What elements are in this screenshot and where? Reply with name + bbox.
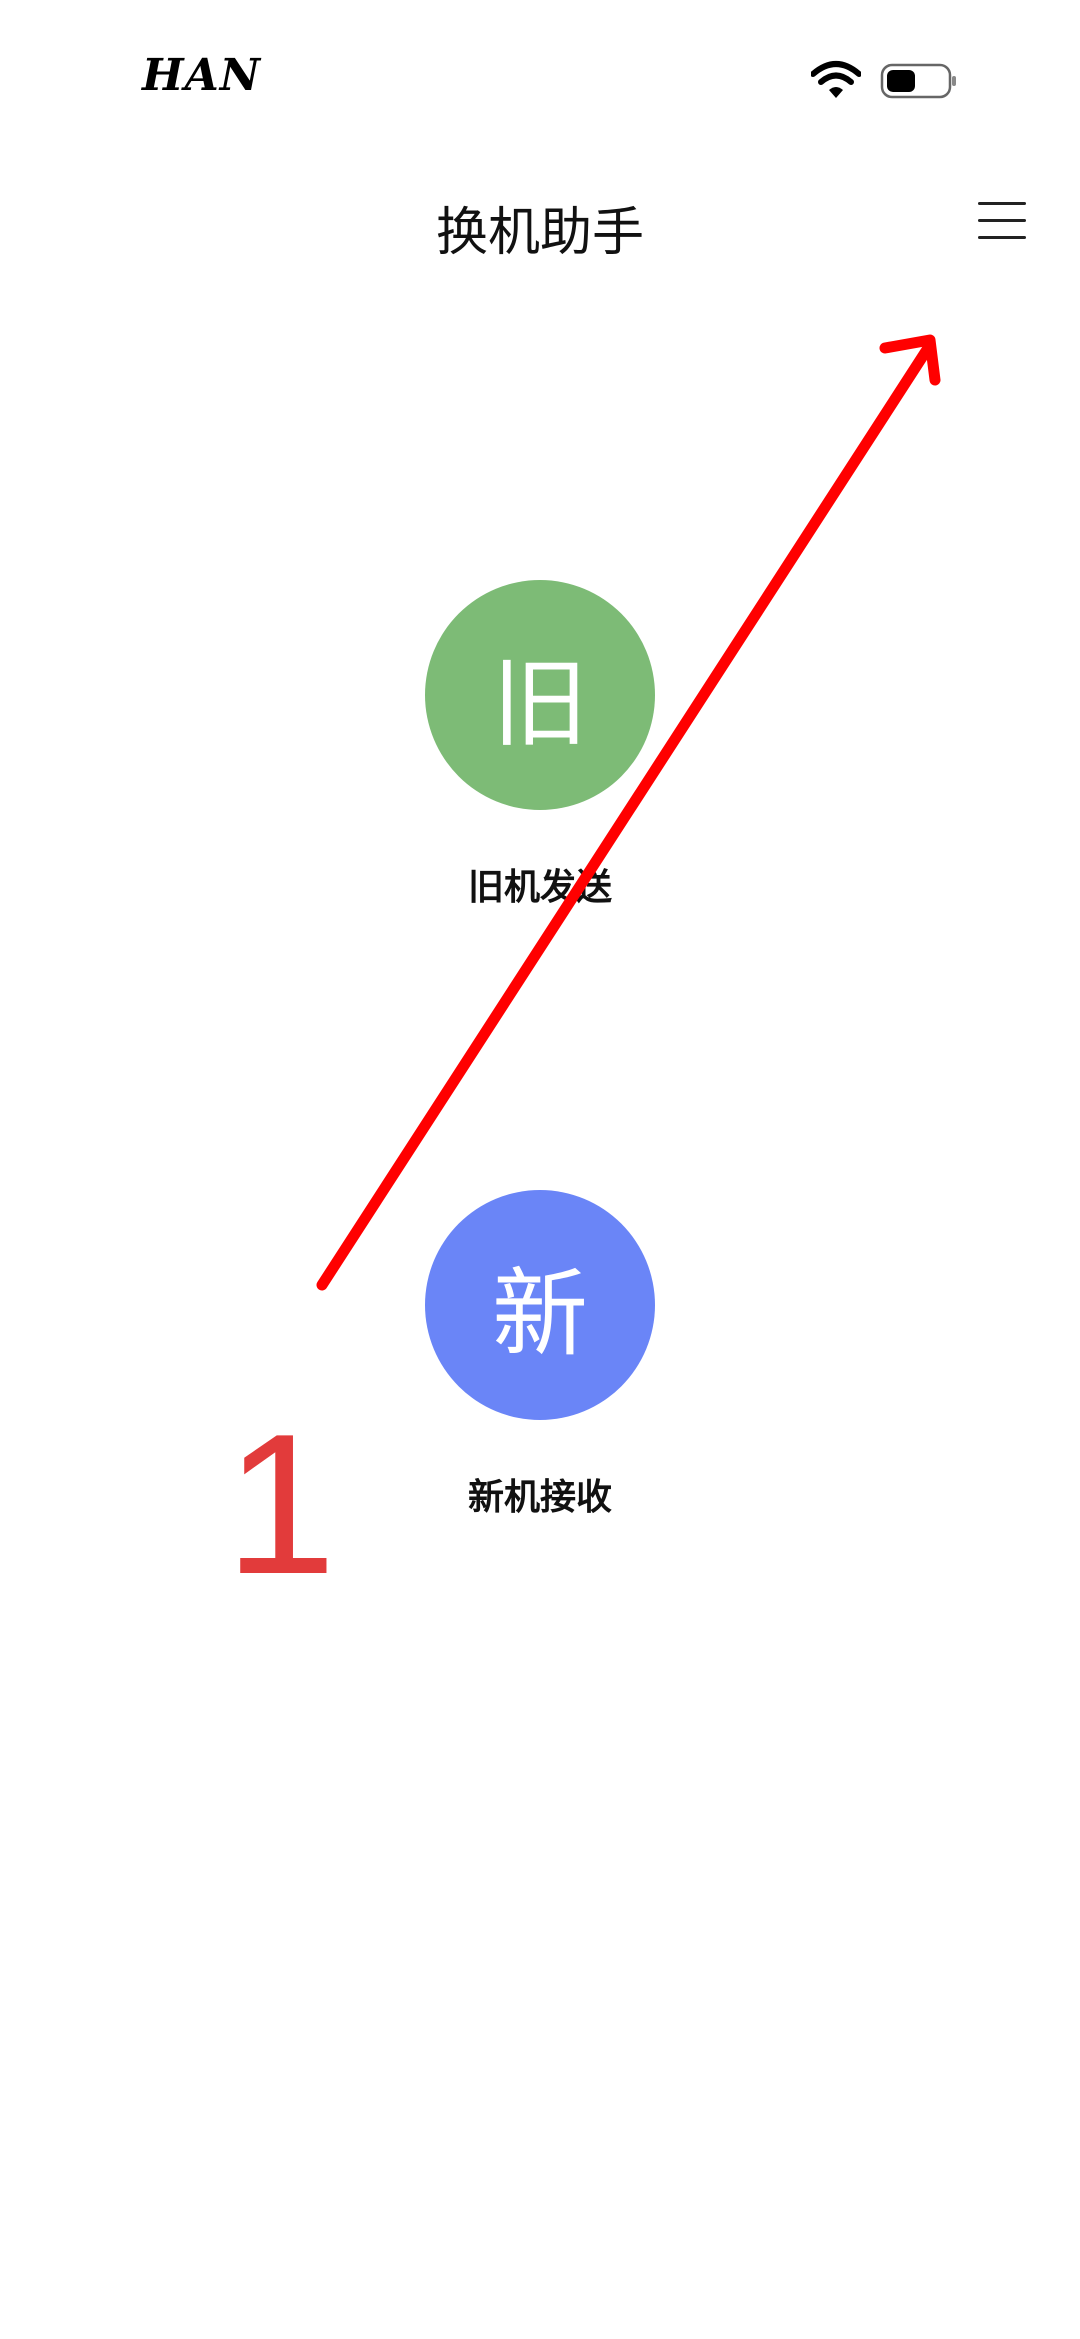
carrier-name: HAN bbox=[142, 50, 261, 101]
new-phone-icon-text: 新 bbox=[492, 1257, 588, 1370]
old-phone-send-label: 旧机发送 bbox=[467, 867, 612, 908]
app-header: 换机助手 bbox=[0, 170, 1080, 280]
new-phone-receive-option[interactable]: 新 新机接收 bbox=[0, 1190, 1080, 1530]
old-phone-send-option[interactable]: 旧 旧机发送 bbox=[0, 580, 1080, 920]
status-bar: HAN bbox=[0, 0, 1080, 160]
battery-icon bbox=[880, 63, 956, 99]
wifi-icon bbox=[811, 61, 861, 98]
hamburger-menu-icon[interactable] bbox=[978, 198, 1026, 244]
old-phone-icon[interactable]: 旧 bbox=[425, 580, 655, 810]
old-phone-icon-text: 旧 bbox=[492, 647, 588, 760]
page-title: 换机助手 bbox=[435, 203, 644, 263]
new-phone-icon[interactable]: 新 bbox=[425, 1190, 655, 1420]
step-number-annotation: 1 bbox=[225, 1393, 337, 1616]
new-phone-receive-label: 新机接收 bbox=[467, 1477, 612, 1518]
